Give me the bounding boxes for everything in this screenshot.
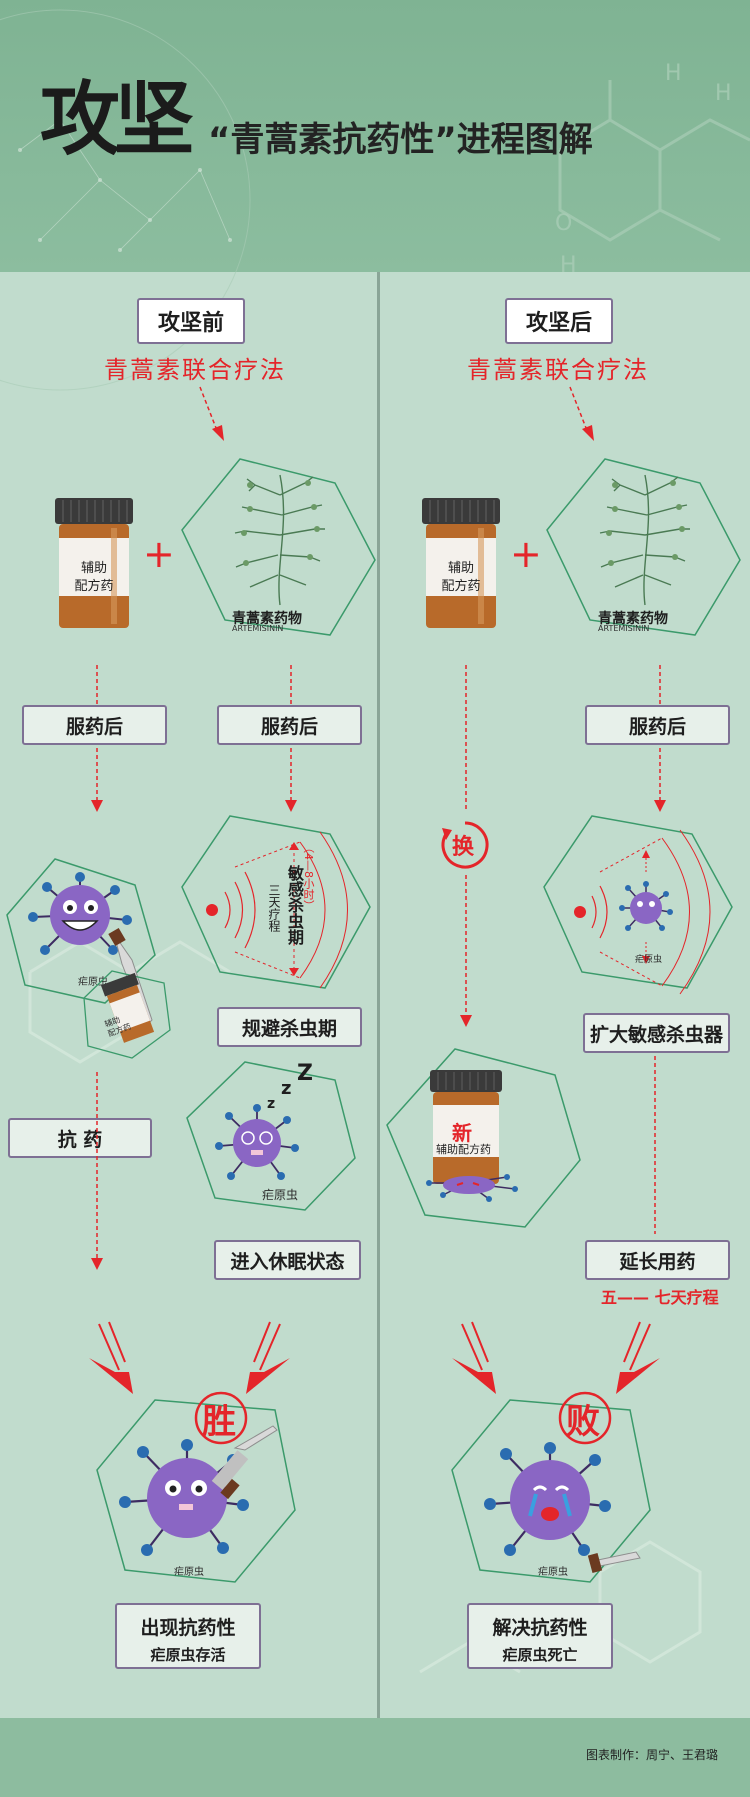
expand-label: 扩大敏感杀虫器: [583, 1013, 730, 1053]
dashed-line-icon: [654, 1056, 656, 1234]
arrow-down-icon: [465, 665, 467, 810]
arrow-down-icon: [569, 386, 594, 441]
right-result-sub: 疟原虫死亡: [502, 1646, 578, 1664]
right-plant-label: 青蒿素药物: [598, 611, 668, 627]
arrow-down-icon: [290, 665, 292, 705]
left-plant-label-en: ARTEMISININ: [232, 624, 284, 633]
medicine-bottle-icon: [55, 498, 133, 628]
left-result-title: 出现抗药性: [140, 1617, 236, 1639]
chevron-down-icon: [452, 1321, 496, 1394]
plus-icon: +: [143, 532, 175, 576]
left-heading: 攻坚前: [137, 298, 245, 344]
left-result-sub: 疟原虫存活: [150, 1646, 226, 1664]
chevron-down-icon: [246, 1321, 290, 1394]
left-bottle-label: 辅助 配方药: [74, 561, 114, 594]
chevron-down-icon: [89, 1321, 133, 1394]
final-parasite-label-left: 疟原虫: [174, 1567, 204, 1578]
sensitive-period-label: 敏感杀虫期: [285, 865, 304, 945]
sensitive-period-icon: [181, 815, 371, 989]
swap-label: 换: [452, 835, 475, 860]
hours-label: （4—8小时）: [302, 842, 315, 911]
svg-text:z: z: [267, 1096, 275, 1112]
arrow-down-icon: [460, 875, 472, 1027]
arrow-down-icon: [96, 665, 98, 705]
column-divider: [377, 272, 380, 1718]
lose-badge-icon: [558, 1391, 612, 1445]
svg-text:H: H: [715, 81, 732, 106]
swap-icon[interactable]: [440, 820, 490, 870]
parasite-winning-icon: [96, 1399, 296, 1583]
parasite-sleeping-icon: zzZ: [186, 1061, 356, 1211]
final-parasite-label-right: 疟原虫: [538, 1567, 568, 1578]
left-plant-label: 青蒿素药物: [232, 611, 302, 627]
right-therapy: 青蒿素联合疗法: [467, 356, 649, 384]
parasite-laughing-icon: [6, 858, 156, 1004]
new-label: 新: [452, 1121, 472, 1145]
win-badge-icon: [194, 1391, 248, 1445]
course-label: 五—— 七天疗程: [601, 1288, 719, 1307]
arrow-down-icon: [199, 386, 224, 441]
left-parasite-label: 疟原虫: [78, 977, 108, 988]
artemisia-plant-icon: [546, 458, 741, 636]
footer-credit: 图表制作：周宁、王君璐: [586, 1748, 719, 1762]
medicine-bottle-icon: [422, 498, 500, 628]
three-day-label: 三天疗程: [267, 884, 281, 932]
svg-text:H: H: [665, 61, 682, 86]
chevron-down-icon: [616, 1321, 660, 1394]
dormant-label: 进入休眠状态: [214, 1240, 361, 1280]
right-after-dose: 服药后: [585, 705, 730, 745]
right-heading: 攻坚后: [505, 298, 613, 344]
arrow-down-icon: [659, 665, 661, 705]
arrow-down-icon: [91, 748, 103, 812]
page-subtitle: “青蒿素抗药性”进程图解: [208, 120, 593, 160]
new-medicine-icon: [386, 1048, 581, 1228]
arrow-down-icon: [654, 748, 666, 812]
svg-text:O: O: [555, 211, 572, 236]
svg-text:H: H: [560, 253, 577, 278]
right-plant-label-en: ARTEMISININ: [598, 624, 650, 633]
left-after-dose-1: 服药后: [22, 705, 167, 745]
expanded-sensitive-icon: [543, 815, 733, 995]
lose-label: 败: [566, 1402, 600, 1442]
big-title: 攻坚: [40, 72, 194, 166]
resist-label: 抗 药: [8, 1118, 152, 1158]
artemisia-plant-icon: [181, 458, 376, 636]
svg-text:z: z: [281, 1078, 291, 1099]
plus-icon: +: [510, 532, 542, 576]
parasite-losing-icon: [451, 1399, 651, 1583]
evade-label: 规避杀虫期: [217, 1007, 362, 1047]
new-bottle-label: 辅助配方药: [436, 1143, 491, 1156]
arrow-down-icon: [91, 1072, 103, 1270]
footer-band: [0, 1718, 750, 1797]
sleep-parasite-label: 疟原虫: [262, 1188, 299, 1202]
right-result-title: 解决抗药性: [492, 1617, 588, 1639]
left-result-card: 出现抗药性 疟原虫存活: [115, 1603, 261, 1669]
win-label: 胜: [202, 1402, 236, 1442]
arrow-down-icon: [285, 748, 297, 812]
left-therapy: 青蒿素联合疗法: [104, 356, 286, 384]
svg-text:Z: Z: [297, 1061, 313, 1086]
right-bottle-label: 辅助 配方药: [441, 561, 481, 594]
right-result-card: 解决抗药性 疟原虫死亡: [467, 1603, 613, 1669]
left-after-dose-2: 服药后: [217, 705, 362, 745]
right-parasite-label: 疟原虫: [635, 955, 663, 965]
extend-label: 延长用药: [585, 1240, 730, 1280]
small-bottle-icon: [83, 970, 171, 1059]
